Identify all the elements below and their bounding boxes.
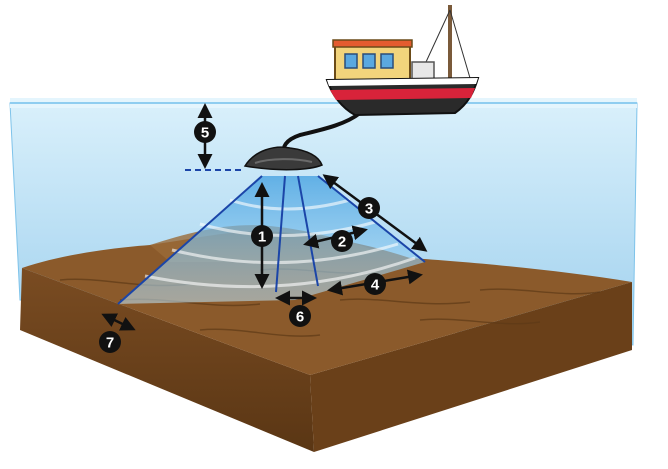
transducer-icon <box>243 146 323 171</box>
marker-7-label: 7 <box>106 335 114 352</box>
marker-5: 5 <box>194 121 216 143</box>
arrow-7 <box>101 313 136 331</box>
marker-2: 2 <box>331 230 353 252</box>
marker-4-label: 4 <box>371 277 380 294</box>
marker-3: 3 <box>358 197 380 219</box>
marker-1: 1 <box>251 225 273 247</box>
marker-4: 4 <box>364 273 386 295</box>
marker-5-label: 5 <box>201 125 209 142</box>
boat-icon <box>325 5 480 117</box>
marker-1-label: 1 <box>258 229 266 246</box>
marker-7: 7 <box>99 331 121 353</box>
marker-6: 6 <box>289 305 311 327</box>
marker-3-label: 3 <box>365 201 373 218</box>
marker-6-label: 6 <box>296 309 304 326</box>
marker-2-label: 2 <box>338 234 346 251</box>
